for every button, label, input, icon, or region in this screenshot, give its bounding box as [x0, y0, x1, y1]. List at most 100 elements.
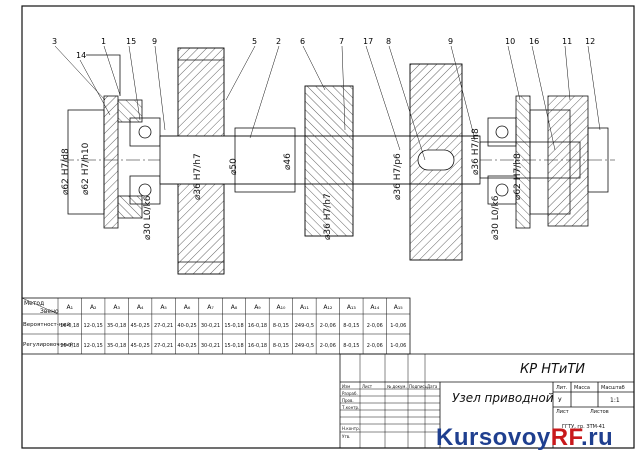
callout-numbers: 3 14 1 15 9 5 2 6 7 17 8 9 10 16 11 12	[52, 37, 595, 60]
callout-label: 7	[339, 37, 344, 46]
table-cell: 30-0,21	[201, 343, 220, 349]
callout-label: 2	[276, 37, 281, 46]
table-cell: 16-0,18	[248, 343, 267, 349]
table-col-header: A₇	[207, 304, 214, 311]
table-cell: 8-0,15	[343, 323, 359, 329]
right-bearing	[487, 117, 517, 205]
watermark-part-1: Kursovoy	[436, 424, 551, 451]
callout-label: 9	[448, 37, 453, 46]
table-cell: 8-0,15	[343, 343, 359, 349]
mass-label: Масса	[574, 385, 590, 391]
table-corner-bottom: Звено	[40, 308, 59, 315]
callout-label: 12	[585, 37, 595, 46]
title-block-text: КР НТиТИ Узел приводной Изм Лист № докум…	[341, 362, 625, 439]
table-cell: 1-0,06	[390, 343, 406, 349]
dimension-chain-table: Метод Звено Вероятност-ный Регулировоч-н…	[21, 297, 411, 355]
callout-label: 3	[52, 37, 57, 46]
table-cell: 2-0,06	[367, 343, 383, 349]
table-col-header: A₂	[90, 304, 97, 311]
dim-label: ⌀46	[283, 153, 293, 170]
callout-label: 1	[101, 37, 106, 46]
dim-label: ⌀36 H7/p6	[393, 153, 403, 200]
table-cell: 2-0,06	[320, 323, 336, 329]
table-cell: 12-0,15	[84, 343, 103, 349]
table-cell: 2-0,06	[367, 323, 383, 329]
table-cell: 249-0,5	[295, 343, 314, 349]
table-cell: 15-0,18	[224, 323, 243, 329]
table-cell: 8-0,15	[273, 323, 289, 329]
table-col-header: A₄	[137, 304, 144, 311]
callout-label: 5	[252, 37, 257, 46]
dim-label: ⌀30 L0/k6	[143, 195, 153, 240]
dim-label: ⌀62 H7/h8	[513, 153, 523, 200]
table-cell: 35-0,18	[107, 343, 126, 349]
table-cell: 40-0,25	[177, 323, 196, 329]
table-cell: 27-0,21	[154, 323, 173, 329]
table-col-header: A₈	[231, 304, 238, 311]
callout-label: 17	[363, 37, 373, 46]
role-label: Н.контр.	[342, 426, 360, 431]
middle-gear	[304, 85, 354, 237]
table-cell: 40-0,25	[177, 343, 196, 349]
table-col-header: A₁₅	[394, 304, 404, 311]
table-col-header: A₁₃	[347, 304, 357, 311]
table-cell: 45-0,25	[130, 323, 149, 329]
table-cell: 30-0,21	[201, 323, 220, 329]
table-cell: 1-0,06	[390, 323, 406, 329]
col-header: Подпись	[409, 384, 428, 389]
shaft-assembly	[60, 47, 615, 275]
dim-label: ⌀36 H7/h7	[193, 153, 203, 200]
table-col-header: A₉	[254, 304, 261, 311]
callout-label: 15	[126, 37, 136, 46]
table-cell: 45-0,25	[130, 343, 149, 349]
table-cell: 2-0,06	[320, 343, 336, 349]
col-header: Лист	[362, 384, 373, 389]
table-cell: 249-0,5	[295, 323, 314, 329]
table-col-header: A₁₁	[300, 304, 310, 311]
watermark-logo: KursovoyRF.ru	[436, 424, 613, 452]
scale-label: Масштаб	[601, 385, 625, 391]
table-col-header: A₃	[113, 304, 120, 311]
lit-value: У	[558, 397, 562, 404]
col-header: Изм	[342, 384, 350, 389]
role-label: Разраб.	[342, 391, 358, 396]
table-cell: 16-0,18	[60, 343, 79, 349]
dim-label: ⌀36 H7/h8	[471, 128, 481, 175]
table-corner-top: Метод	[24, 300, 44, 307]
callout-label: 6	[300, 37, 305, 46]
callout-label: 14	[76, 51, 86, 60]
table-col-header: A₆	[184, 304, 191, 311]
callout-label: 9	[152, 37, 157, 46]
right-end-cover	[515, 95, 609, 229]
sheets-label: Листов	[590, 409, 609, 415]
callout-label: 16	[529, 37, 539, 46]
role-label: Т.контр.	[341, 405, 359, 410]
table-col-header: A₁₀	[276, 304, 286, 311]
table-col-header: A₁₄	[370, 304, 380, 311]
table-cell: 35-0,18	[107, 323, 126, 329]
table-cell: 12-0,15	[84, 323, 103, 329]
organization: ГГТУ, гр. ЗТМ-41	[562, 424, 605, 430]
left-end-cover	[67, 54, 143, 229]
watermark-part-2: RF	[550, 424, 582, 451]
dim-label: ⌀30 L0/k6	[491, 195, 501, 240]
drawing-title: Узел приводной	[452, 391, 554, 405]
dim-label: ⌀62 H7/h10	[81, 142, 91, 195]
table-cell: 16-0,18	[60, 323, 79, 329]
table-cell: 15-0,18	[224, 343, 243, 349]
table-cell: 8-0,15	[273, 343, 289, 349]
callout-leaders	[54, 45, 601, 161]
role-label: Пров.	[342, 398, 354, 403]
dim-label: ⌀36 H7/h7	[323, 193, 333, 240]
dim-label: ⌀50	[229, 158, 239, 175]
scale-value: 1:1	[610, 397, 620, 404]
table-cell: 27-0,21	[154, 343, 173, 349]
table-row-label: Вероятност-ный	[23, 321, 71, 328]
table-cell: 16-0,18	[248, 323, 267, 329]
callout-label: 10	[505, 37, 515, 46]
table-col-header: A₁₂	[323, 304, 333, 311]
col-header: Дата	[427, 384, 438, 389]
table-row-label: Регулировоч-ный	[23, 341, 74, 348]
right-gear	[409, 63, 463, 261]
